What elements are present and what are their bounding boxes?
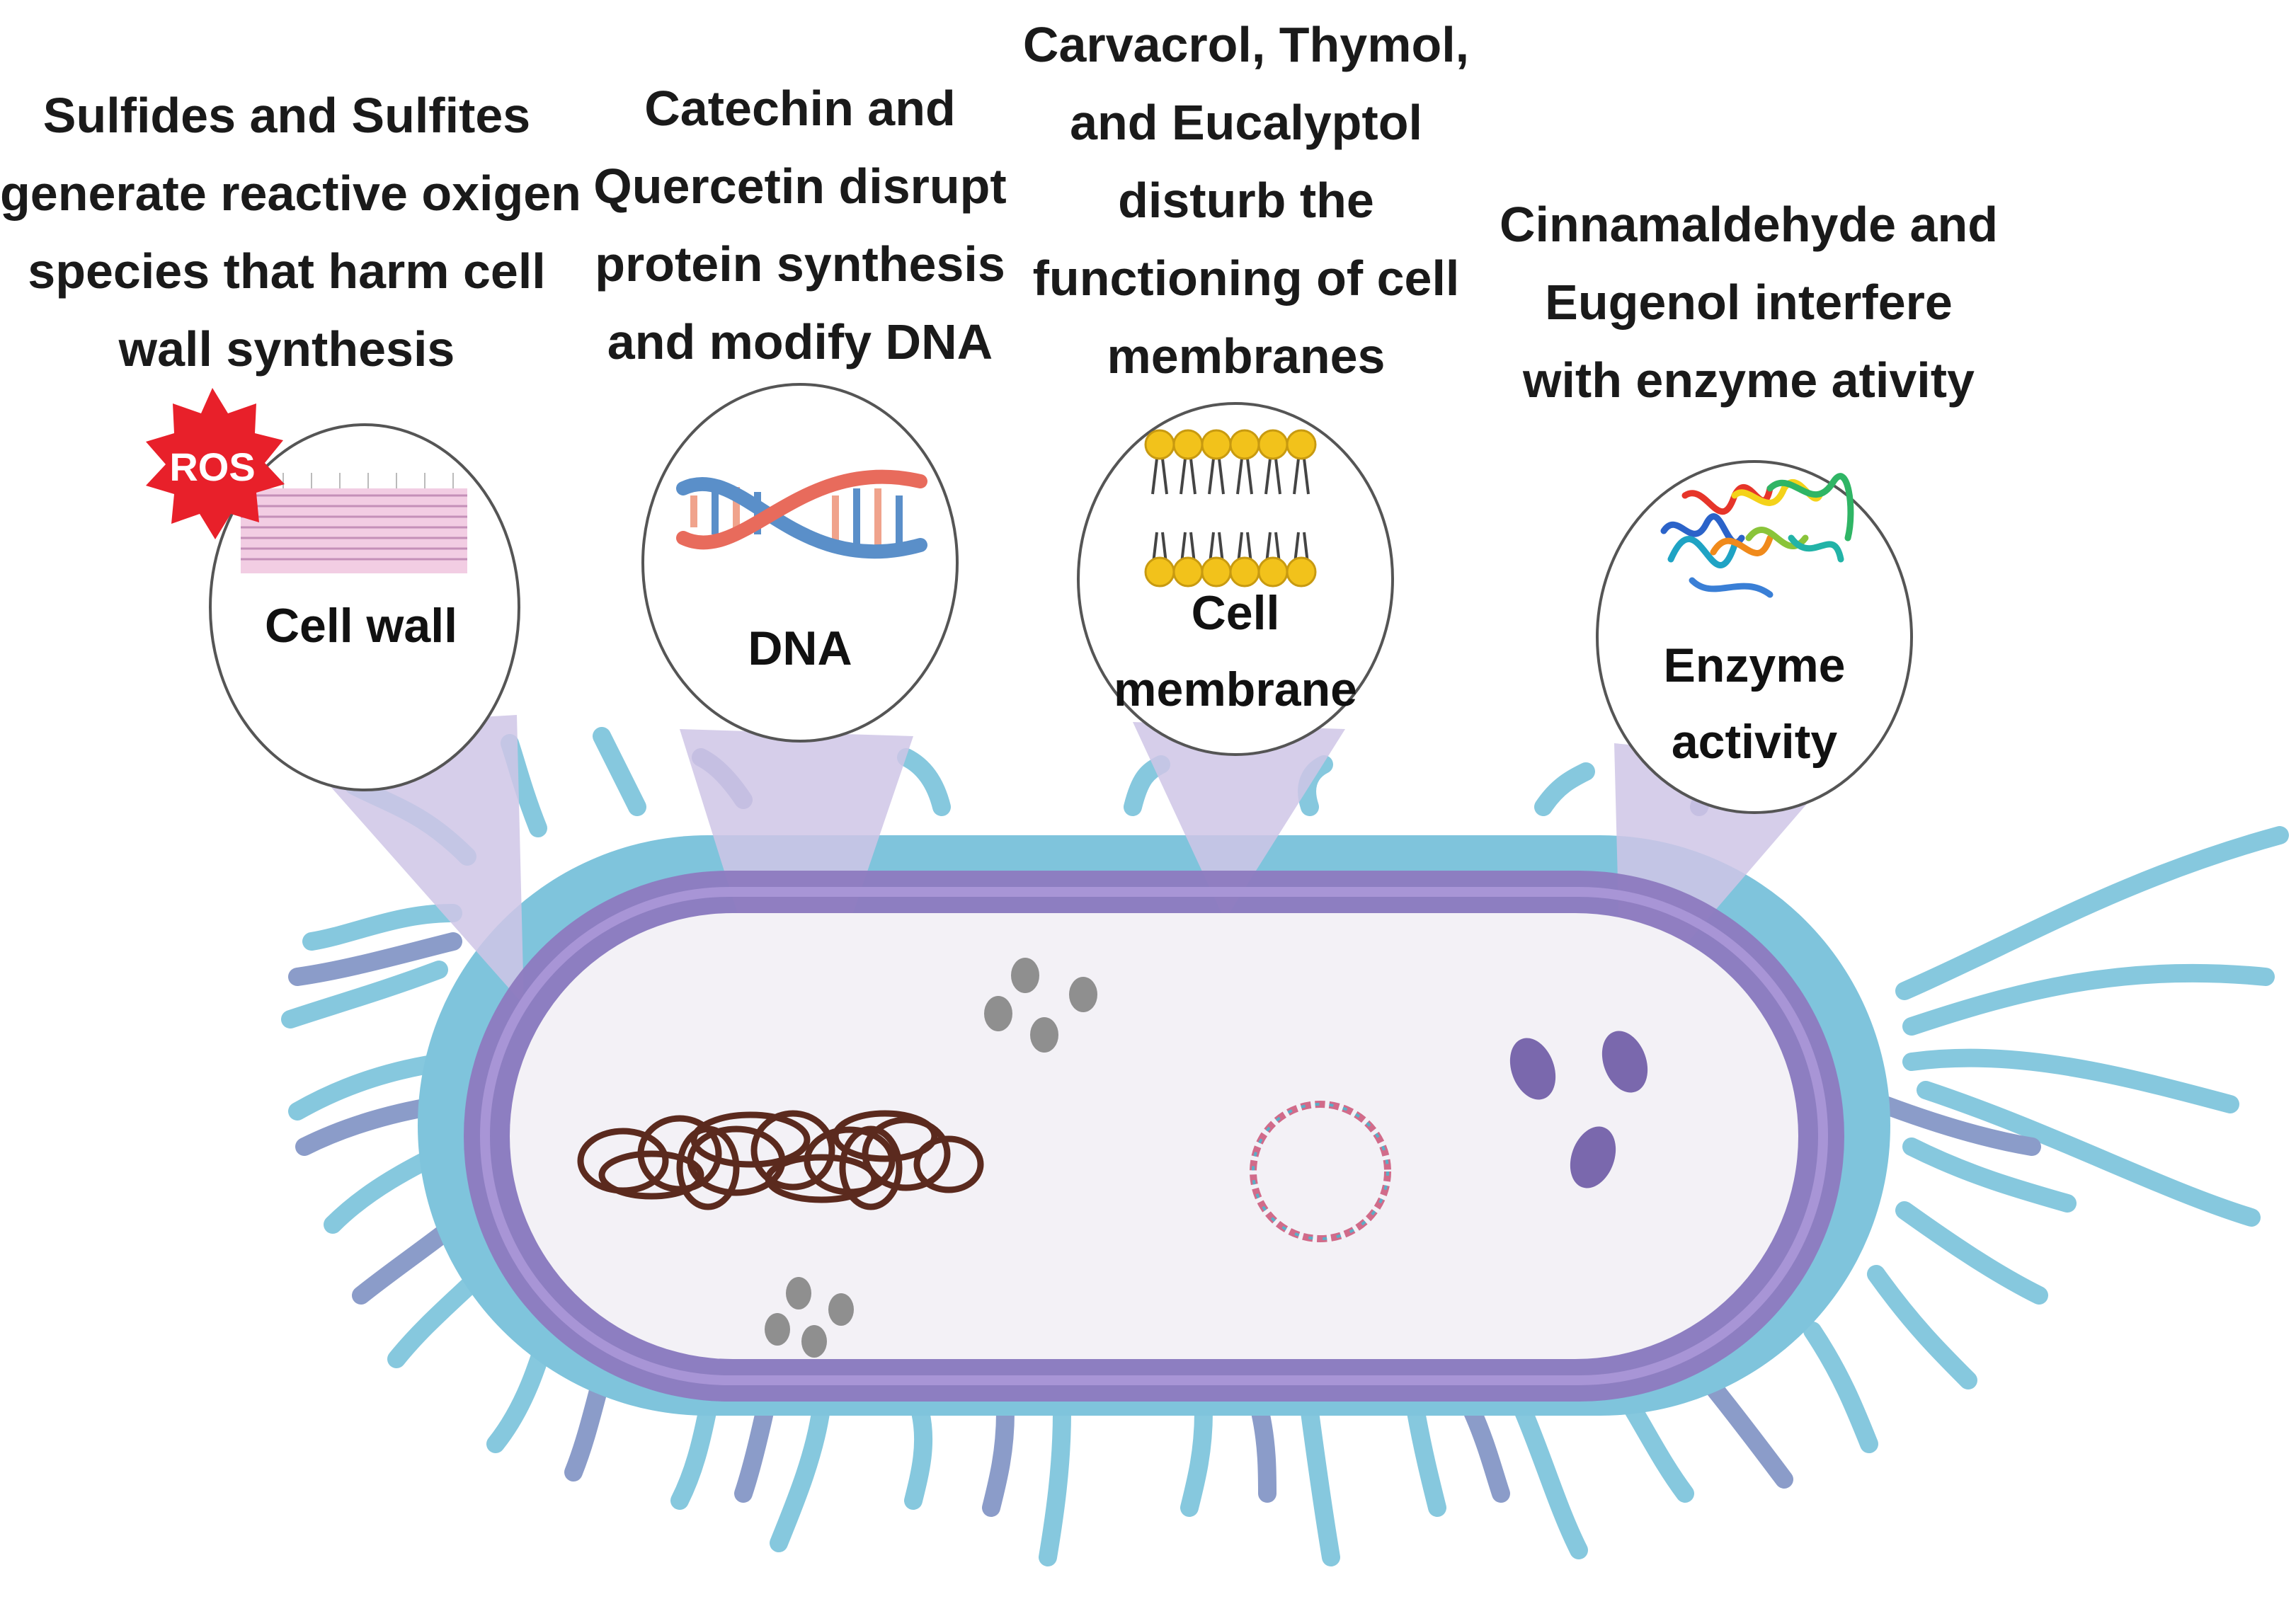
bubble-label-line: Cell <box>1191 586 1280 640</box>
dna-helix-icon <box>676 469 927 559</box>
bubble-label-cell-wall: Cell wall <box>219 588 503 664</box>
caption-line: Sulfides and Sulfites <box>42 88 531 143</box>
caption-line: wall synthesis <box>118 321 455 377</box>
caption-line: Eugenol interfere <box>1545 275 1953 330</box>
cytoplasm <box>510 913 1798 1359</box>
caption-line: protein synthesis <box>595 236 1005 292</box>
bubble-label-line: Enzyme <box>1663 638 1846 692</box>
bubble-label-enzyme: Enzyme activity <box>1613 627 1896 780</box>
ribosomes <box>765 958 1097 1358</box>
caption-line: Catechin and <box>644 81 956 136</box>
caption-dna: Catechin and Quercetin disrupt protein s… <box>588 69 1012 381</box>
lipid-bilayer-icon <box>1144 429 1317 588</box>
bubble-label-line: membrane <box>1114 663 1357 716</box>
caption-enzyme: Cinnamaldehyde and Eugenol interfere wit… <box>1487 185 2011 419</box>
bubble-label-membrane: Cell membrane <box>1094 575 1377 728</box>
caption-line: with enzyme ativity <box>1523 353 1975 408</box>
ros-burst-icon <box>146 388 285 539</box>
bubble-label-dna: DNA <box>658 610 942 687</box>
bubble-label-line: DNA <box>748 621 852 675</box>
caption-line: Carvacrol, Thymol, <box>1022 17 1470 72</box>
bubble-label-line: Cell wall <box>264 599 458 653</box>
caption-membrane: Carvacrol, Thymol, and Eucalyptol distur… <box>1020 6 1473 395</box>
caption-line: and modify DNA <box>607 314 993 369</box>
protein-structure-icon <box>1660 473 1854 598</box>
caption-cell-wall: Sulfides and Sulfites generate reactive … <box>0 76 581 388</box>
caption-line: species that harm cell <box>28 243 546 299</box>
enzyme-granules <box>1509 1031 1648 1188</box>
caption-line: and Eucalyptol <box>1070 95 1422 150</box>
caption-line: disturb the <box>1118 173 1374 228</box>
caption-line: membranes <box>1107 328 1386 384</box>
caption-line: Quercetin disrupt <box>593 159 1007 214</box>
nucleoid-dna <box>577 1110 984 1210</box>
caption-line: generate reactive oxigen <box>0 166 581 221</box>
cell-wall-layers-icon <box>241 473 467 573</box>
caption-line: functioning of cell <box>1032 251 1460 306</box>
bubble-label-line: activity <box>1671 715 1838 769</box>
ros-label: ROS <box>169 445 256 489</box>
caption-line: Cinnamaldehyde and <box>1499 197 1999 252</box>
